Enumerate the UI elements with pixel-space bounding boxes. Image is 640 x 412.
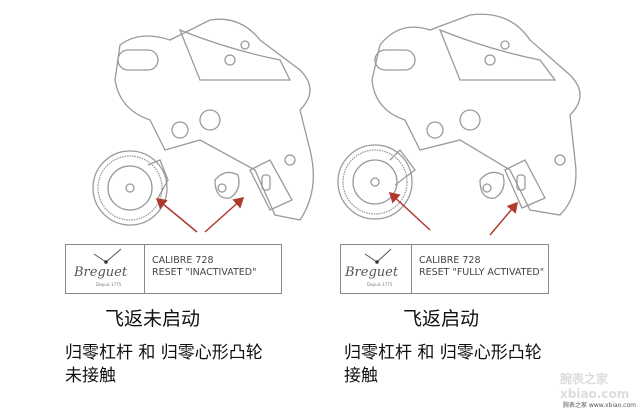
reset-status: RESET "INACTIVATED" (152, 267, 257, 278)
breguet-logo: Breguet Depuis 1775 (341, 245, 412, 293)
reset-status: RESET "FULLY ACTIVATED" (419, 267, 545, 278)
right-title: 飞返启动 (403, 308, 480, 330)
left-description: 归零杠杆 和 归零心形凸轮 未接触 (65, 343, 263, 386)
right-description: 归零杠杆 和 归零心形凸轮 接触 (344, 343, 542, 386)
right-movement (337, 13, 581, 220)
right-caption-box: Breguet Depuis 1775 CALIBRE 728 RESET "F… (340, 244, 549, 294)
calibre-label: CALIBRE 728 (152, 255, 214, 266)
indicator-arrows (155, 191, 518, 236)
arrow-icon (489, 201, 518, 236)
watch-hands-icon (93, 248, 122, 264)
arrow-icon (204, 196, 245, 233)
balance-wheel (92, 150, 168, 226)
calibre-label: CALIBRE 728 (419, 255, 481, 266)
left-title: 飞返未启动 (105, 308, 201, 330)
arrow-icon (388, 191, 431, 231)
arrow-icon (155, 198, 198, 233)
balance-wheel (337, 144, 413, 220)
watermark-logo: 腕表之家 xbiao.com (560, 372, 630, 401)
breguet-logo: Breguet Depuis 1775 (66, 245, 145, 293)
left-caption-box: Breguet Depuis 1775 CALIBRE 728 RESET "I… (65, 244, 282, 294)
watermark-footer: 腕表之家 www.xbiao.com (563, 402, 636, 409)
left-movement (92, 18, 314, 226)
watch-hands-icon (364, 248, 392, 264)
